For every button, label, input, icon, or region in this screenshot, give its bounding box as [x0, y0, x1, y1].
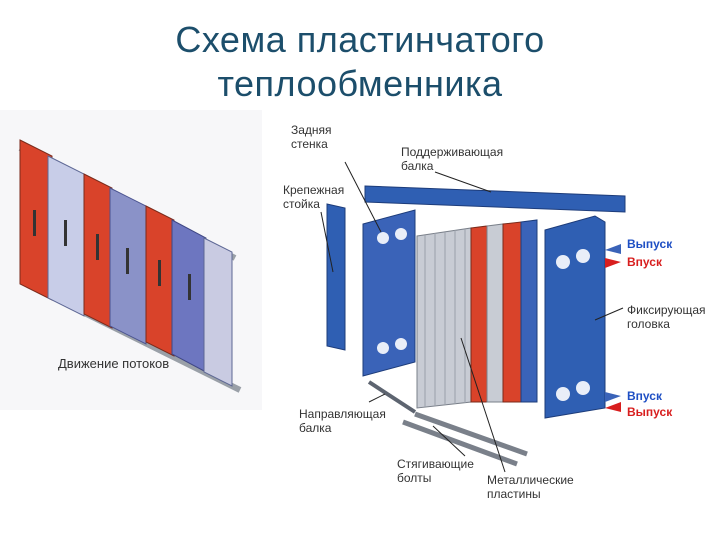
flow-arrow-6 [188, 274, 191, 300]
leader-metal-plates [460, 337, 506, 473]
label-fixing-head-2: головка [627, 317, 670, 331]
rear-wall-port-top-right [395, 228, 407, 240]
flow-arrow-2 [64, 220, 67, 246]
hot-plate-2 [502, 221, 522, 403]
end-plate [203, 237, 233, 387]
fixing-head-port-top-left [556, 255, 570, 269]
rear-wall-port-top-left [377, 232, 389, 244]
title-line-2: теплообменника [217, 63, 503, 104]
label-tie-bolts-1: Стягивающие [397, 457, 474, 471]
label-outlet-top: Выпуск [627, 237, 673, 251]
tie-bolt-1 [402, 419, 518, 467]
mounting-post [326, 203, 346, 351]
label-support-beam-1: Поддерживающая [401, 145, 503, 159]
inlet-top-arrow [605, 258, 621, 268]
label-metal-plates-2: пластины [487, 487, 541, 501]
rear-wall-port-bottom-right [395, 338, 407, 350]
fixing-head [544, 215, 606, 419]
rear-wall-port-bottom-left [377, 342, 389, 354]
cold-plate [520, 219, 538, 403]
fixing-head-port-bottom-left [556, 387, 570, 401]
rear-wall [362, 209, 416, 377]
flow-arrow-3 [96, 234, 99, 260]
label-mounting-post-1: Крепежная [283, 183, 344, 197]
leader-lines [320, 161, 624, 473]
label-outlet-bottom: Выпуск [627, 405, 673, 419]
guide-beam [367, 380, 417, 414]
leader-guide-beam [368, 393, 386, 403]
label-inlet-bottom: Впуск [627, 389, 663, 403]
outlet-top-arrow [605, 244, 621, 254]
label-tie-bolts-2: болты [397, 471, 431, 485]
plate-ribs [424, 229, 466, 407]
leader-fixing-head [594, 307, 624, 321]
label-metal-plates-1: Металлические [487, 473, 574, 487]
label-mounting-post-2: стойка [283, 197, 320, 211]
leader-rear-wall [344, 161, 382, 233]
flow-arrow-4 [126, 248, 129, 274]
page-title: Схема пластинчатого теплообменника [0, 18, 720, 106]
tie-bolt-2 [414, 411, 528, 457]
label-guide-beam-2: балка [299, 421, 332, 435]
heat-exchanger-diagram: Задняя стенка Поддерживающая балка Крепе… [283, 123, 706, 501]
label-fixing-head-1: Фиксирующая [627, 303, 706, 317]
flow-arrows [33, 210, 191, 300]
label-guide-beam-1: Направляющая [299, 407, 386, 421]
label-rear-wall-1: Задняя [291, 123, 332, 137]
flow-caption: Движение потоков [58, 356, 169, 371]
flow-arrow-5 [158, 260, 161, 286]
leader-tie-bolts [432, 425, 466, 457]
label-support-beam-2: балка [401, 159, 434, 173]
leader-support-beam [434, 171, 492, 193]
fixing-head-port-bottom-right [576, 381, 590, 395]
leader-mounting-post [320, 211, 334, 273]
label-rear-wall-2: стенка [291, 137, 328, 151]
fixing-head-port-top-right [576, 249, 590, 263]
inlet-bottom-arrow [605, 392, 621, 402]
separator-plate-1 [486, 223, 504, 403]
label-inlet-top: Впуск [627, 255, 663, 269]
flow-arrow-1 [33, 210, 36, 236]
support-beam [364, 185, 626, 213]
flow-illustration: Движение потоков [0, 110, 262, 410]
title-line-1: Схема пластинчатого [175, 19, 545, 60]
outlet-bottom-arrow [605, 402, 621, 412]
